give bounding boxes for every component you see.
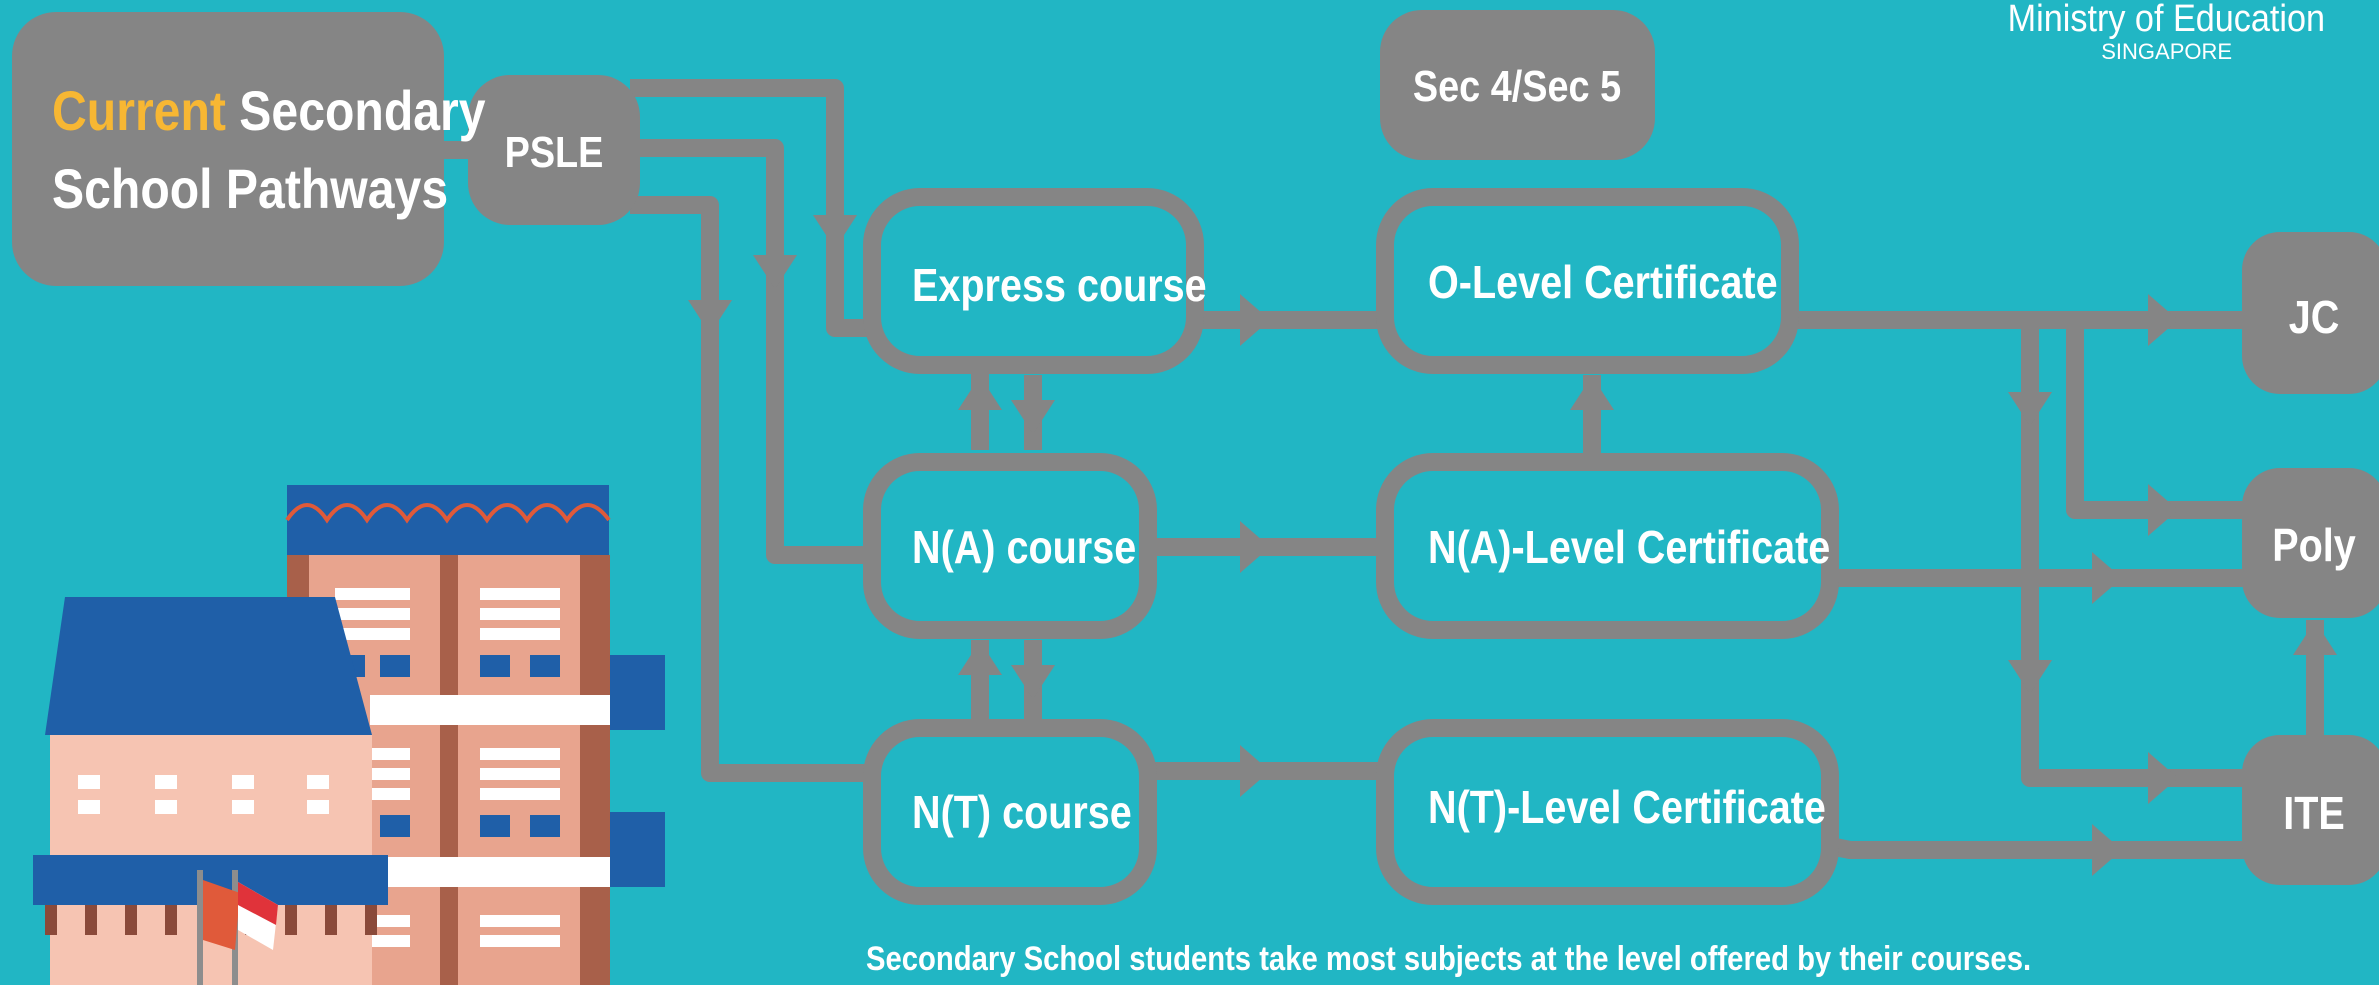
express-course-node bbox=[863, 188, 1204, 374]
na-course-label: N(A) course bbox=[912, 521, 1137, 573]
poly-label: Poly bbox=[2272, 519, 2356, 571]
poly-node bbox=[2242, 468, 2379, 618]
page-title: Current Secondary School Pathways bbox=[52, 72, 486, 228]
ministry-logo: Ministry of Education SINGAPORE bbox=[1990, 0, 2343, 65]
nt-course-node bbox=[863, 719, 1157, 905]
connector-lines bbox=[440, 79, 2324, 859]
na-course-node bbox=[863, 453, 1157, 639]
na-level-node bbox=[1376, 453, 1839, 639]
nt-course-label: N(T) course bbox=[912, 786, 1132, 838]
ministry-country: SINGAPORE bbox=[2101, 39, 2233, 64]
ministry-name: Ministry of Education bbox=[2007, 0, 2326, 40]
footnote: Secondary School students take most subj… bbox=[866, 940, 2032, 978]
jc-node bbox=[2242, 232, 2379, 394]
nt-level-label: N(T)-Level Certificate bbox=[1428, 781, 1826, 833]
na-level-label: N(A)-Level Certificate bbox=[1428, 521, 1831, 573]
nt-level-node bbox=[1376, 719, 1839, 905]
psle-node bbox=[468, 75, 640, 225]
title-line1-rest: Secondary bbox=[225, 79, 486, 142]
title-highlight: Current bbox=[52, 79, 226, 142]
o-level-label: O-Level Certificate bbox=[1428, 256, 1778, 308]
title-line2: School Pathways bbox=[52, 157, 449, 220]
sec-header-label: Sec 4/Sec 5 bbox=[1412, 62, 1622, 111]
sec-header-node bbox=[1380, 10, 1655, 160]
ite-node bbox=[2242, 735, 2379, 885]
express-course-label: Express course bbox=[912, 259, 1207, 311]
o-level-node bbox=[1376, 188, 1799, 374]
jc-label: JC bbox=[2288, 291, 2340, 343]
ite-label: ITE bbox=[2283, 787, 2345, 839]
title-box bbox=[12, 12, 444, 286]
school-illustration bbox=[33, 485, 665, 985]
psle-label: PSLE bbox=[504, 128, 604, 177]
